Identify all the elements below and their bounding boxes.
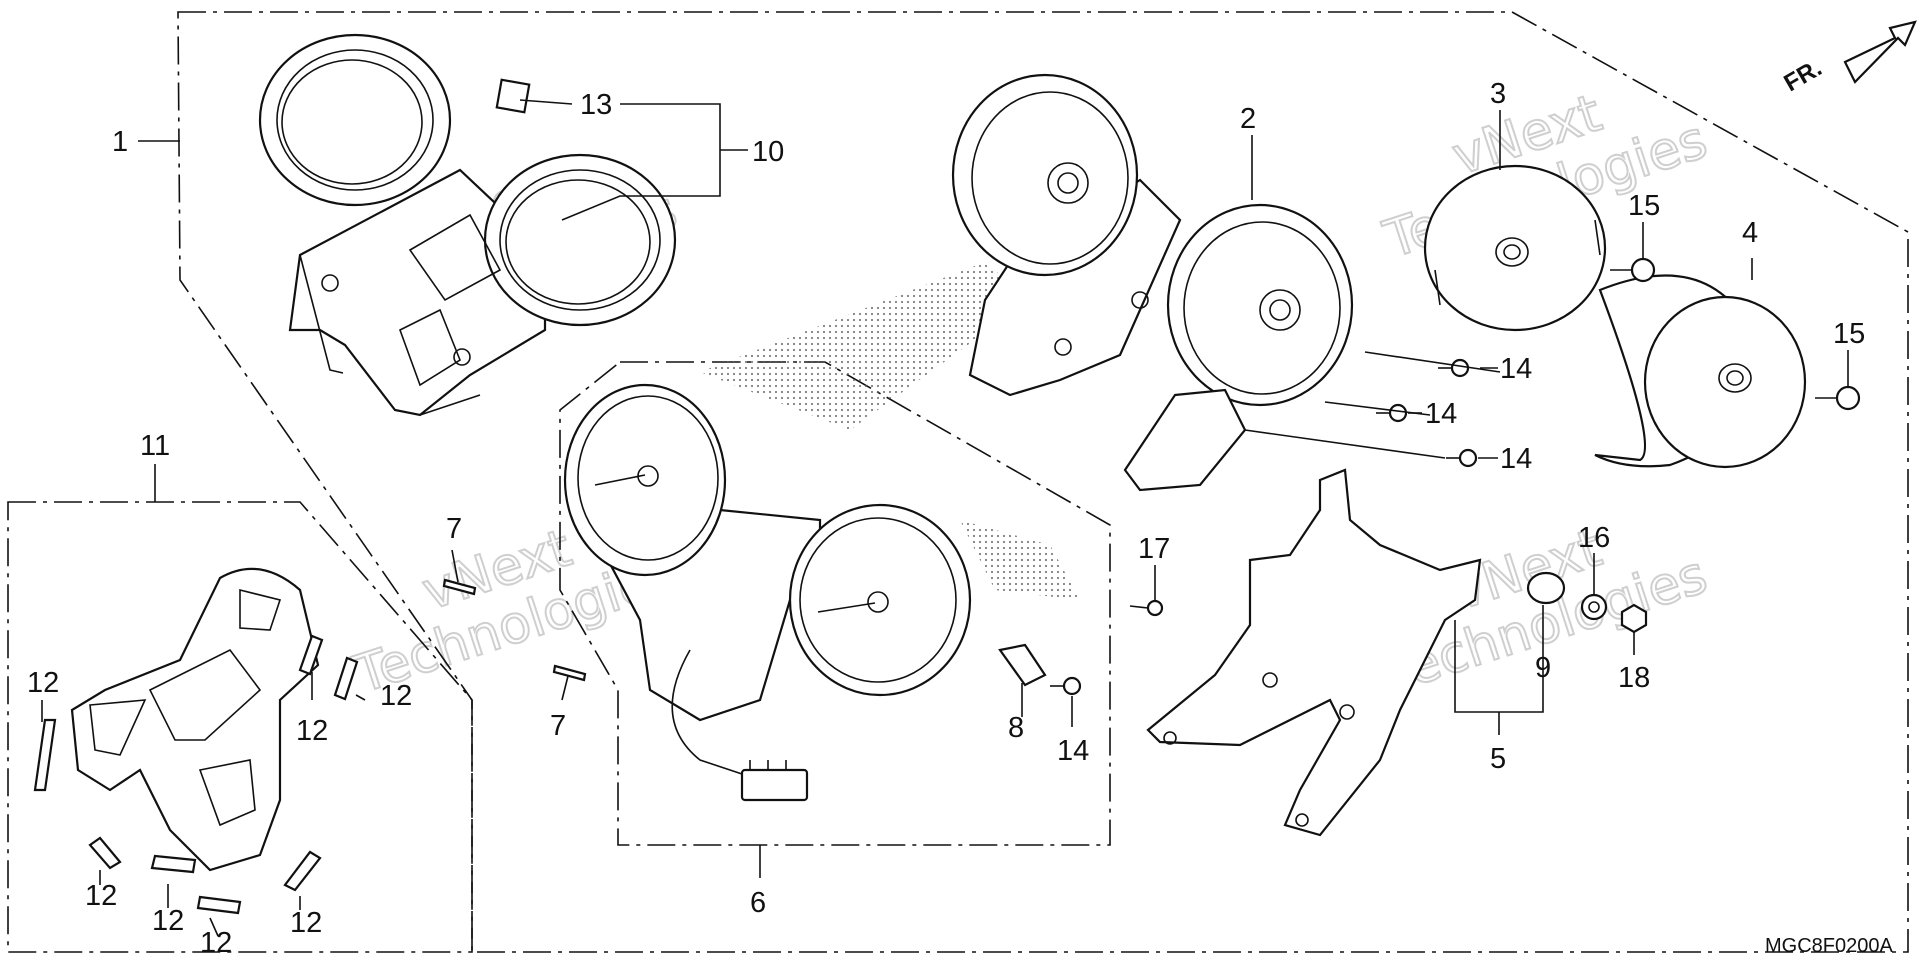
assembly-outline-main — [177, 11, 1909, 953]
meter-case — [951, 73, 1354, 492]
screw — [442, 578, 477, 596]
meter-cover-upper — [1423, 164, 1607, 332]
meter-cover-lower — [1594, 274, 1807, 469]
callout-12d: 12 — [85, 880, 117, 912]
meter-unit — [563, 383, 972, 802]
callout-1: 1 — [112, 126, 128, 158]
callout-12e: 12 — [152, 905, 184, 937]
cushion-strip — [333, 656, 359, 701]
callout-17: 17 — [1138, 533, 1170, 565]
callout-labels: 1 2 3 4 5 6 7 7 8 9 10 11 12 12 12 12 12… — [27, 78, 1865, 959]
meter-connector — [740, 768, 809, 802]
cushion-strip — [298, 634, 324, 676]
callout-12g: 12 — [290, 907, 322, 939]
bolt-flanged — [1610, 257, 1656, 283]
callout-4: 4 — [1742, 217, 1758, 249]
bolt — [1438, 358, 1470, 378]
callout-15a: 15 — [1628, 190, 1660, 222]
projection-band-lower — [960, 520, 1080, 600]
callout-16: 16 — [1578, 522, 1610, 554]
callout-5: 5 — [1490, 743, 1506, 775]
cushion-strip — [88, 836, 122, 870]
cushion-strip — [33, 718, 57, 792]
projection-band-upper — [700, 262, 1030, 430]
callout-13: 13 — [580, 89, 612, 121]
callout-9: 9 — [1535, 652, 1551, 684]
bolt — [1376, 403, 1408, 423]
nut — [1620, 603, 1648, 634]
callout-14a: 14 — [1500, 353, 1532, 385]
callout-12c: 12 — [380, 680, 412, 712]
figure-code: MGC8F0200A — [1765, 935, 1893, 957]
direction-label: FR. — [1780, 54, 1827, 97]
callout-14b: 14 — [1425, 398, 1457, 430]
connector-clip — [998, 643, 1047, 687]
hardware-group — [33, 257, 1861, 915]
leader-lines — [41, 99, 1849, 937]
callout-14d: 14 — [1057, 735, 1089, 767]
callout-7a: 7 — [446, 513, 462, 545]
callout-12a: 12 — [27, 667, 59, 699]
meter-garnish — [70, 567, 320, 872]
bolt-flanged — [1815, 385, 1861, 411]
meter-stay — [1146, 468, 1482, 837]
callout-12f: 12 — [200, 927, 232, 959]
callout-11: 11 — [140, 430, 170, 462]
screw — [552, 664, 587, 682]
assembly-outline-garnish — [7, 501, 473, 953]
part-13-pad — [495, 78, 531, 114]
cushion-strip — [196, 895, 242, 915]
bolt — [1446, 448, 1478, 468]
bolt — [1050, 676, 1082, 696]
callout-10: 10 — [752, 136, 784, 168]
callout-2: 2 — [1240, 103, 1256, 135]
callout-3: 3 — [1490, 78, 1506, 110]
callout-15b: 15 — [1833, 318, 1865, 350]
callout-12b: 12 — [296, 715, 328, 747]
meter-lens-case — [258, 33, 677, 417]
cushion-strip — [283, 850, 322, 892]
callout-8: 8 — [1008, 712, 1024, 744]
assembly-outline-meter-unit — [559, 361, 1111, 846]
callout-14c: 14 — [1500, 443, 1532, 475]
callout-18: 18 — [1618, 662, 1650, 694]
callout-7b: 7 — [550, 710, 566, 742]
screw-small — [1129, 599, 1164, 617]
callout-6: 6 — [750, 887, 766, 919]
rubber-mount — [1526, 571, 1566, 605]
cushion-strip — [150, 854, 197, 874]
front-direction-arrow: FR. — [1780, 20, 1917, 97]
washer — [1580, 593, 1608, 621]
